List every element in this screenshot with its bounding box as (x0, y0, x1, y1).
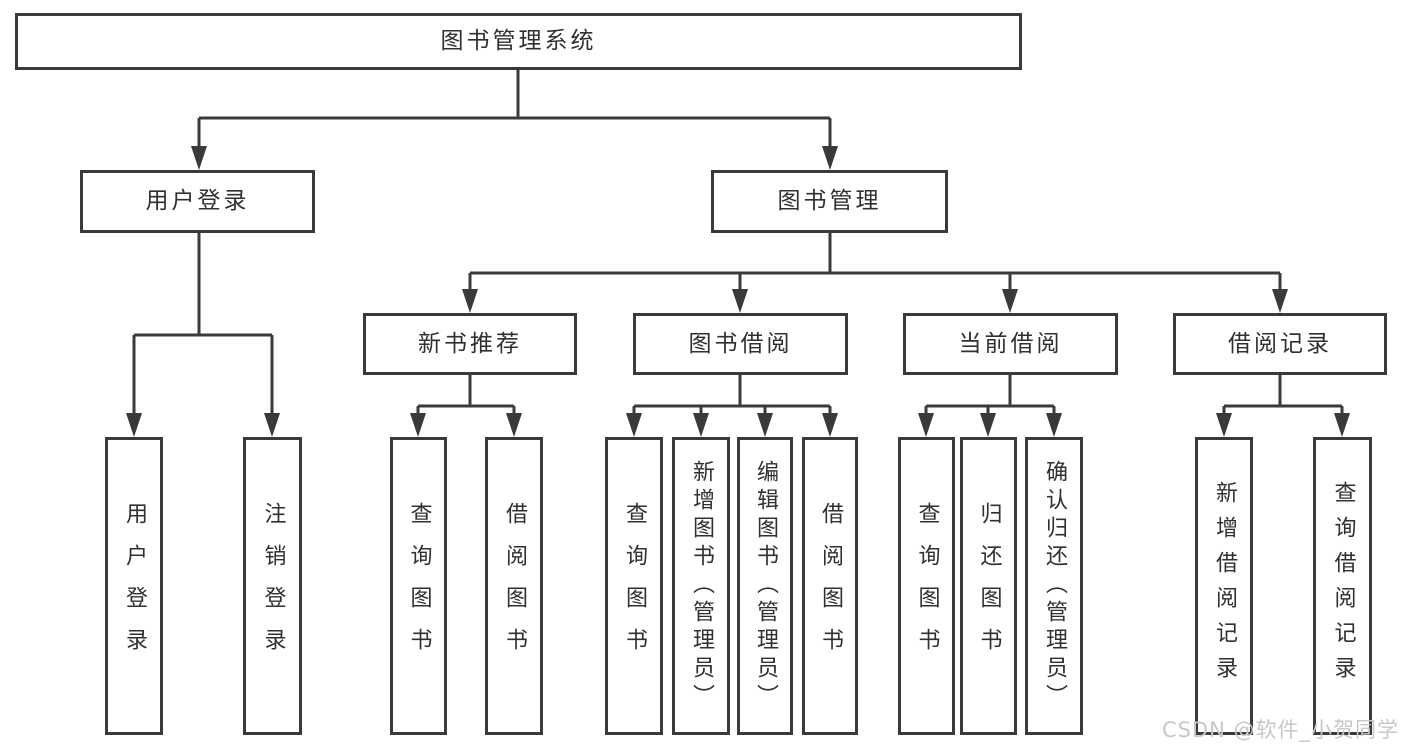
arrowhead-icon (410, 413, 426, 437)
node-label-leaf-query-books-2: 查询图书 (622, 502, 647, 670)
edge-path (132, 70, 1344, 417)
node-leaf-query-books-1: 查询图书 (390, 437, 447, 735)
arrowhead-icon (264, 413, 280, 437)
node-current-borrowing: 当前借阅 (903, 313, 1118, 375)
node-label-leaf-add-books: 新增图书（管理员） (689, 460, 714, 712)
node-leaf-query-books-2: 查询图书 (605, 437, 663, 735)
arrowhead-icon (506, 413, 522, 437)
arrowhead-icon (462, 289, 478, 313)
node-leaf-return-books: 归还图书 (960, 437, 1017, 735)
node-label-leaf-query-books-3: 查询图书 (914, 502, 940, 670)
arrowhead-icon (191, 146, 207, 170)
node-label-user-login-branch: 用户登录 (145, 188, 250, 214)
node-leaf-user-login: 用户登录 (105, 437, 163, 735)
arrowhead-icon (126, 413, 142, 437)
node-label-borrowing-records: 借阅记录 (1228, 330, 1332, 357)
arrowhead-icon (626, 413, 642, 437)
arrowhead-icon (822, 146, 838, 170)
node-book-borrowing: 图书借阅 (633, 313, 848, 375)
node-leaf-query-borrow-rec: 查询借阅记录 (1313, 437, 1372, 735)
node-new-book-recommend: 新书推荐 (363, 313, 577, 375)
node-label-leaf-edit-books: 编辑图书（管理员） (753, 460, 778, 712)
node-borrowing-records: 借阅记录 (1173, 313, 1387, 375)
arrowhead-icon (918, 413, 934, 437)
arrowhead-icon (732, 289, 748, 313)
node-leaf-add-books: 新增图书（管理员） (672, 437, 730, 735)
node-label-new-book-recommend: 新书推荐 (418, 330, 522, 357)
node-leaf-confirm-return: 确认归还（管理员） (1025, 437, 1083, 735)
node-label-leaf-query-books-1: 查询图书 (406, 502, 432, 670)
node-label-leaf-borrow-books-1: 借阅图书 (502, 502, 527, 670)
node-leaf-edit-books: 编辑图书（管理员） (737, 437, 793, 735)
node-book-management: 图书管理 (711, 170, 948, 233)
arrowhead-icon (1272, 289, 1288, 313)
node-leaf-logout: 注销登录 (243, 437, 302, 735)
arrowhead-icon (1334, 413, 1350, 437)
node-label-leaf-return-books: 归还图书 (976, 502, 1002, 670)
node-label-leaf-add-borrow-rec: 新增借阅记录 (1212, 481, 1237, 691)
node-leaf-borrow-books-1: 借阅图书 (485, 437, 543, 735)
arrowhead-icon (1002, 289, 1018, 313)
node-user-login-branch: 用户登录 (80, 170, 315, 233)
watermark: CSDN @软件_小贺同学 (1161, 718, 1399, 742)
node-label-leaf-confirm-return: 确认归还（管理员） (1042, 460, 1067, 712)
node-label-system-root: 图书管理系统 (440, 28, 597, 54)
node-label-book-borrowing: 图书借阅 (688, 330, 793, 357)
node-label-leaf-query-borrow-rec: 查询借阅记录 (1330, 481, 1356, 691)
arrowhead-icon (693, 413, 709, 437)
node-label-book-management: 图书管理 (777, 188, 882, 214)
node-leaf-query-books-3: 查询图书 (898, 437, 955, 735)
node-label-leaf-user-login: 用户登录 (122, 502, 147, 670)
node-system-root: 图书管理系统 (15, 13, 1022, 70)
node-leaf-add-borrow-rec: 新增借阅记录 (1195, 437, 1253, 735)
arrowhead-icon (980, 413, 996, 437)
arrowhead-icon (1216, 413, 1232, 437)
node-leaf-borrow-books-2: 借阅图书 (802, 437, 858, 735)
arrowhead-icon (822, 413, 838, 437)
arrowhead-icon (757, 413, 773, 437)
arrowhead-icon (1046, 413, 1062, 437)
node-label-current-borrowing: 当前借阅 (958, 330, 1063, 357)
node-label-leaf-logout: 注销登录 (260, 502, 286, 670)
node-label-leaf-borrow-books-2: 借阅图书 (818, 502, 843, 670)
